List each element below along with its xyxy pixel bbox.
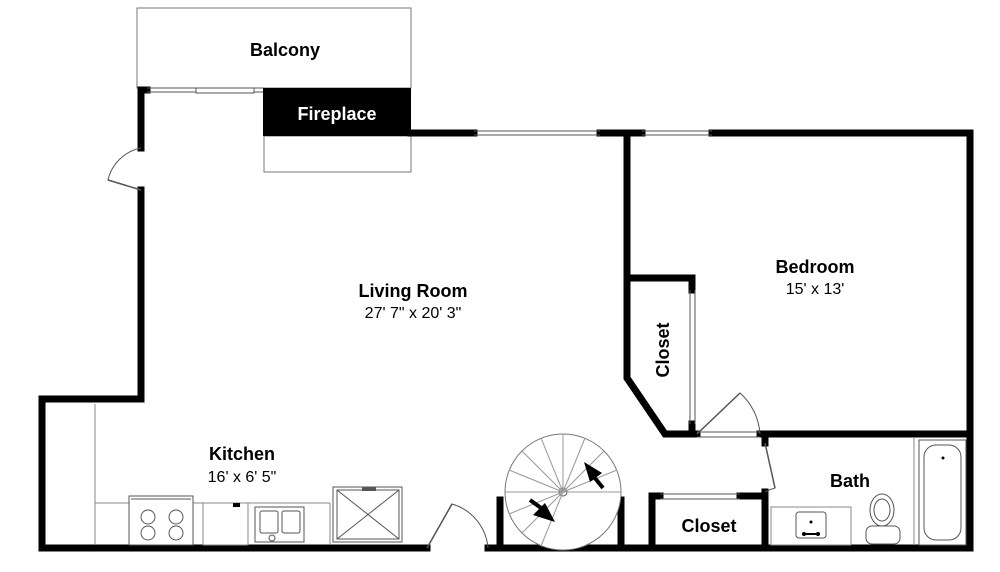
bath-label: Bath xyxy=(830,471,870,491)
door-left-entry xyxy=(107,147,142,191)
bath: Bath xyxy=(830,471,870,491)
bedroom-closet: Closet xyxy=(653,322,673,377)
interior-walls xyxy=(496,129,974,552)
balcony-label: Balcony xyxy=(250,40,320,60)
bath-sink-icon xyxy=(795,511,827,539)
door-bath-leaf xyxy=(764,442,776,489)
fireplace-hearth xyxy=(263,135,412,173)
door-bath xyxy=(764,442,776,493)
balcony-outline xyxy=(136,7,412,89)
wall-hall-closet-left xyxy=(648,492,664,552)
door-front-leaf xyxy=(426,503,453,549)
wall-closet-top xyxy=(623,274,696,294)
door-front-entry xyxy=(426,503,489,549)
kitchen-fixtures xyxy=(94,404,403,546)
living-room-label: Living Room xyxy=(359,281,468,301)
bedroom: Bedroom 15' x 13' xyxy=(775,257,854,298)
dishwasher-outline xyxy=(202,502,249,546)
door-bedroom-leaf xyxy=(696,392,741,435)
bedroom-label: Bedroom xyxy=(775,257,854,277)
fireplace-label: Fireplace xyxy=(297,104,376,124)
door-left-leaf xyxy=(107,179,142,191)
hall-closet-label: Closet xyxy=(681,516,736,536)
fireplace-block xyxy=(263,88,411,136)
wall-bedroom-left xyxy=(623,129,701,438)
kitchen-label: Kitchen xyxy=(209,444,275,464)
refrigerator-icon xyxy=(332,486,403,543)
living-room: Living Room 27' 7" x 20' 3" xyxy=(359,281,468,322)
kitchen: Kitchen 16' x 6' 5" xyxy=(208,444,277,486)
fireplace: Fireplace xyxy=(263,88,411,136)
exterior-walls xyxy=(38,86,974,552)
door-bedroom xyxy=(696,392,761,435)
balcony: Balcony xyxy=(136,7,412,89)
bath-fixtures xyxy=(770,437,967,546)
bathtub-icon xyxy=(918,439,967,546)
doors xyxy=(107,147,776,549)
bedroom-closet-label: Closet xyxy=(653,322,673,377)
living-room-dimensions: 27' 7" x 20' 3" xyxy=(365,305,462,322)
hall-closet: Closet xyxy=(681,516,736,536)
bedroom-dimensions: 15' x 13' xyxy=(786,281,845,298)
spiral-staircase-icon xyxy=(504,433,622,551)
kitchen-sink-icon xyxy=(254,506,305,543)
windows xyxy=(147,87,712,136)
stove-icon xyxy=(128,495,194,546)
wall-right xyxy=(484,129,974,552)
sliding-door-panel xyxy=(195,87,255,94)
wall-left-lower xyxy=(38,186,431,552)
kitchen-dimensions: 16' x 6' 5" xyxy=(208,469,277,486)
toilet-icon xyxy=(865,493,901,545)
